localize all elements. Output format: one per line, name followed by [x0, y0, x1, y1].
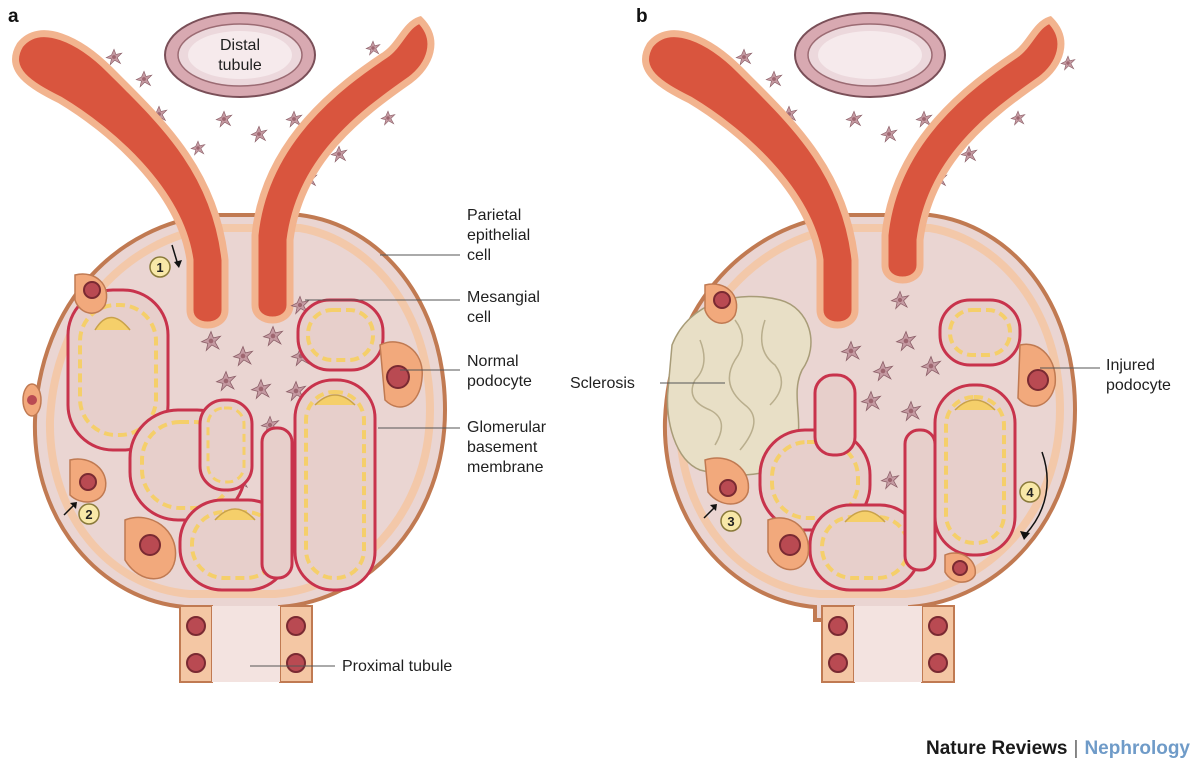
marker-3-text: 3: [727, 514, 734, 529]
capillary-loop: [815, 375, 855, 455]
capillary-loop: [262, 428, 292, 578]
label-normal-podocyte-line2: podocyte: [467, 373, 532, 390]
marker-4-text: 4: [1026, 485, 1034, 500]
label-injured-podocyte-line2: podocyte: [1106, 377, 1171, 394]
capillary-loop: [940, 300, 1020, 365]
label-normal-podocyte-line1: Normal: [467, 353, 519, 370]
distal-tubule-label-line2: tubule: [218, 57, 262, 74]
label-gbm-line1: Glomerular: [467, 419, 547, 436]
marker-1-text: 1: [156, 260, 163, 275]
distal-tubule-label-line1: Distal: [220, 37, 260, 54]
label-injured-podocyte-line1: Injured: [1106, 357, 1155, 374]
label-parietal-line1: Parietal: [467, 207, 521, 224]
distal-tubule-b: [795, 13, 945, 97]
journal-name: Nature Reviews: [926, 738, 1068, 759]
panel-b: b: [570, 6, 1171, 682]
distal-tubule-a: Distal tubule: [165, 13, 315, 97]
capillary-loop: [905, 430, 935, 570]
journal-credit: Nature Reviews |Nephrology: [926, 738, 1190, 760]
label-sclerosis: Sclerosis: [570, 375, 635, 392]
capillary-loop: [935, 385, 1015, 555]
proximal-tubule-a: [180, 606, 312, 682]
capillary-loop: [200, 400, 252, 490]
label-mesangial-line1: Mesangial: [467, 289, 540, 306]
label-parietal-line3: cell: [467, 247, 491, 264]
label-gbm-line3: membrane: [467, 459, 544, 476]
parietal-cell: [23, 384, 41, 416]
panel-b-letter: b: [636, 6, 648, 27]
panel-a: a Distal tubule: [8, 6, 547, 682]
capillary-loop: [295, 380, 375, 590]
capillary-loop: [298, 300, 383, 370]
journal-section: Nephrology: [1084, 738, 1190, 759]
label-proximal-tubule: Proximal tubule: [342, 658, 452, 675]
credit-separator: |: [1074, 738, 1079, 759]
proximal-tubule-b: [822, 606, 954, 682]
label-parietal-line2: epithelial: [467, 227, 530, 244]
label-gbm-line2: basement: [467, 439, 538, 456]
panel-a-letter: a: [8, 6, 19, 27]
label-mesangial-line2: cell: [467, 309, 491, 326]
marker-2-text: 2: [85, 507, 92, 522]
